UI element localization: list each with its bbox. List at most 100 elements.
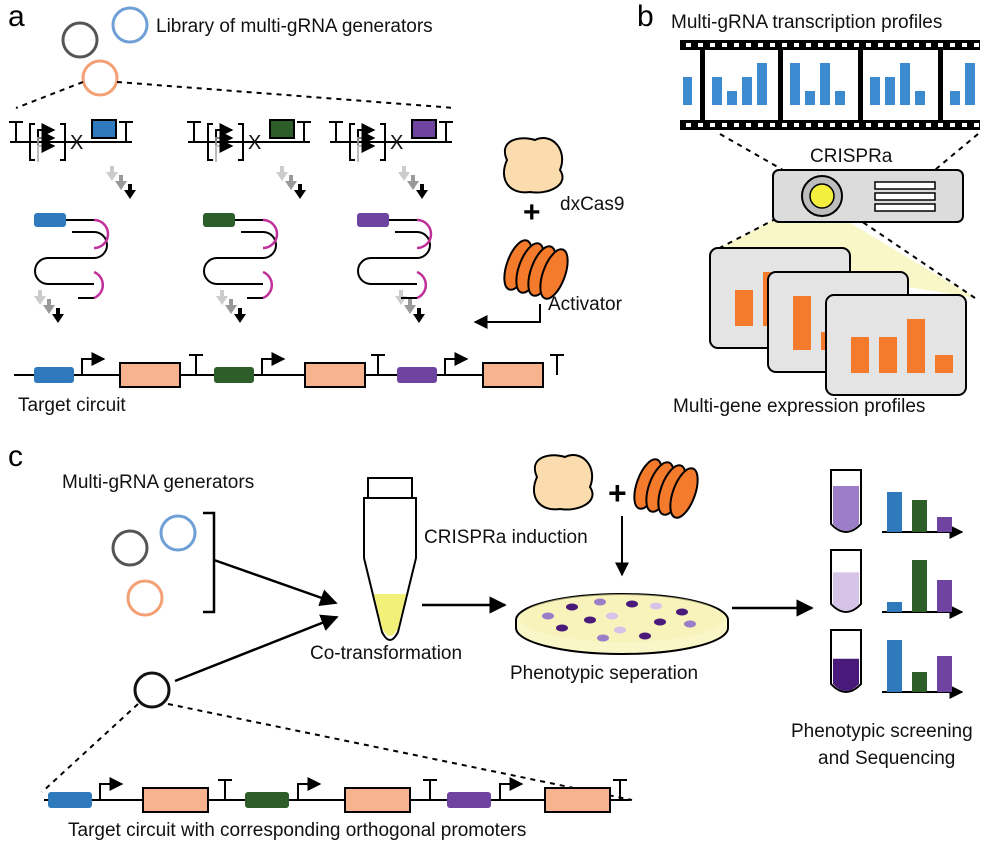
terminator-icon (550, 354, 564, 375)
grna-hairpins (34, 166, 433, 323)
gene-box (344, 787, 411, 813)
grna-hairpin-loop (262, 270, 273, 300)
downstream-arrow (402, 166, 406, 172)
downstream-arrow (413, 314, 425, 323)
screening-bar (937, 580, 952, 612)
transcription-bar (757, 63, 767, 105)
film-perforation (854, 43, 859, 47)
film-perforation (806, 123, 811, 127)
activator-protein-icon (503, 239, 569, 300)
bracket (60, 123, 66, 161)
screening-label-line1: Phenotypic screening (791, 721, 973, 742)
transcription-bar (885, 77, 895, 105)
film-perforation (962, 123, 967, 127)
film-perforation (926, 123, 931, 127)
transcription-bar (950, 91, 960, 105)
terminator-icon (297, 121, 311, 142)
film-perforation (782, 123, 787, 127)
film-perforation (770, 43, 775, 47)
grna-box (91, 119, 117, 139)
grna-hairpin-loop (262, 218, 279, 250)
grna-hairpin (34, 231, 108, 285)
film-perforation (914, 123, 919, 127)
colony (676, 608, 688, 616)
downstream-arrow (417, 308, 421, 314)
binding-site (214, 367, 254, 383)
expression-screens (709, 247, 967, 396)
transcription-bar (900, 63, 910, 105)
downstream-arrow (280, 166, 284, 172)
film-perforation (746, 123, 751, 127)
film-perforation (782, 43, 787, 47)
transcription-bar (965, 63, 975, 105)
promoter-arrow-icon (444, 352, 469, 375)
expression-bar (793, 296, 811, 350)
terminator-icon (9, 121, 23, 142)
film-perforation (830, 43, 835, 47)
colony (684, 620, 696, 628)
downstream-arrow (47, 299, 51, 305)
panel-label-b: b (637, 0, 654, 33)
downstream-arrow (128, 184, 132, 190)
terminator-icon (329, 121, 343, 142)
binding-site (397, 367, 437, 383)
gene-box (482, 362, 544, 388)
grna-spacer (34, 213, 66, 227)
transcription-bar (870, 77, 880, 105)
downstream-arrow (398, 172, 410, 181)
film-perforation (794, 123, 799, 127)
activator-arrow (473, 304, 541, 329)
downstream-arrow (408, 299, 412, 305)
activator-protein-icon (633, 458, 699, 519)
crispra-induction-label: CRISPRa induction (424, 527, 588, 548)
film-perforation (914, 43, 919, 47)
film-perforation (758, 43, 763, 47)
binding-site (447, 792, 491, 808)
panel-label-a: a (8, 0, 25, 33)
tube-icon (363, 477, 417, 641)
colony (654, 618, 666, 626)
transcription-bar (790, 63, 800, 105)
bracket (238, 123, 244, 161)
promoter-arrow-icon (297, 777, 322, 800)
colony (556, 624, 568, 632)
downstream-arrow (110, 166, 114, 172)
film-perforation (722, 123, 727, 127)
downstream-arrow (294, 190, 306, 199)
film-perforation (794, 43, 799, 47)
downstream-arrow (285, 181, 297, 190)
film-perforation (770, 123, 775, 127)
film-perforation (878, 43, 883, 47)
grna-box (269, 119, 295, 139)
screening-results (830, 469, 964, 699)
film-perforation (962, 43, 967, 47)
grna-hairpin-loop (93, 218, 110, 250)
film-perforation (686, 43, 691, 47)
projector-icon (772, 169, 964, 223)
expression-bar (907, 319, 925, 373)
grna-spacer (357, 213, 389, 227)
colony (614, 626, 626, 634)
downstream-arrow (407, 181, 419, 190)
dxcas9-protein-icon (502, 137, 564, 194)
binding-site (34, 367, 74, 383)
arrow-to-tube (213, 558, 338, 607)
colony (639, 632, 651, 640)
film-divider (700, 50, 705, 120)
plasmid-icon (81, 59, 119, 97)
downstream-arrow (416, 190, 428, 199)
film-perforation (698, 123, 703, 127)
arrow-to-tube (174, 614, 339, 683)
film-perforation (722, 43, 727, 47)
bracket (203, 511, 216, 614)
film-perforation (710, 123, 715, 127)
terminator-icon (371, 354, 385, 375)
screening-bar (912, 560, 927, 612)
screening-bar (887, 602, 902, 612)
transcription-bar (683, 77, 692, 105)
screening-bar (912, 672, 927, 692)
bracket (29, 123, 35, 161)
downstream-arrow (289, 175, 293, 181)
screening-bar (887, 492, 902, 532)
